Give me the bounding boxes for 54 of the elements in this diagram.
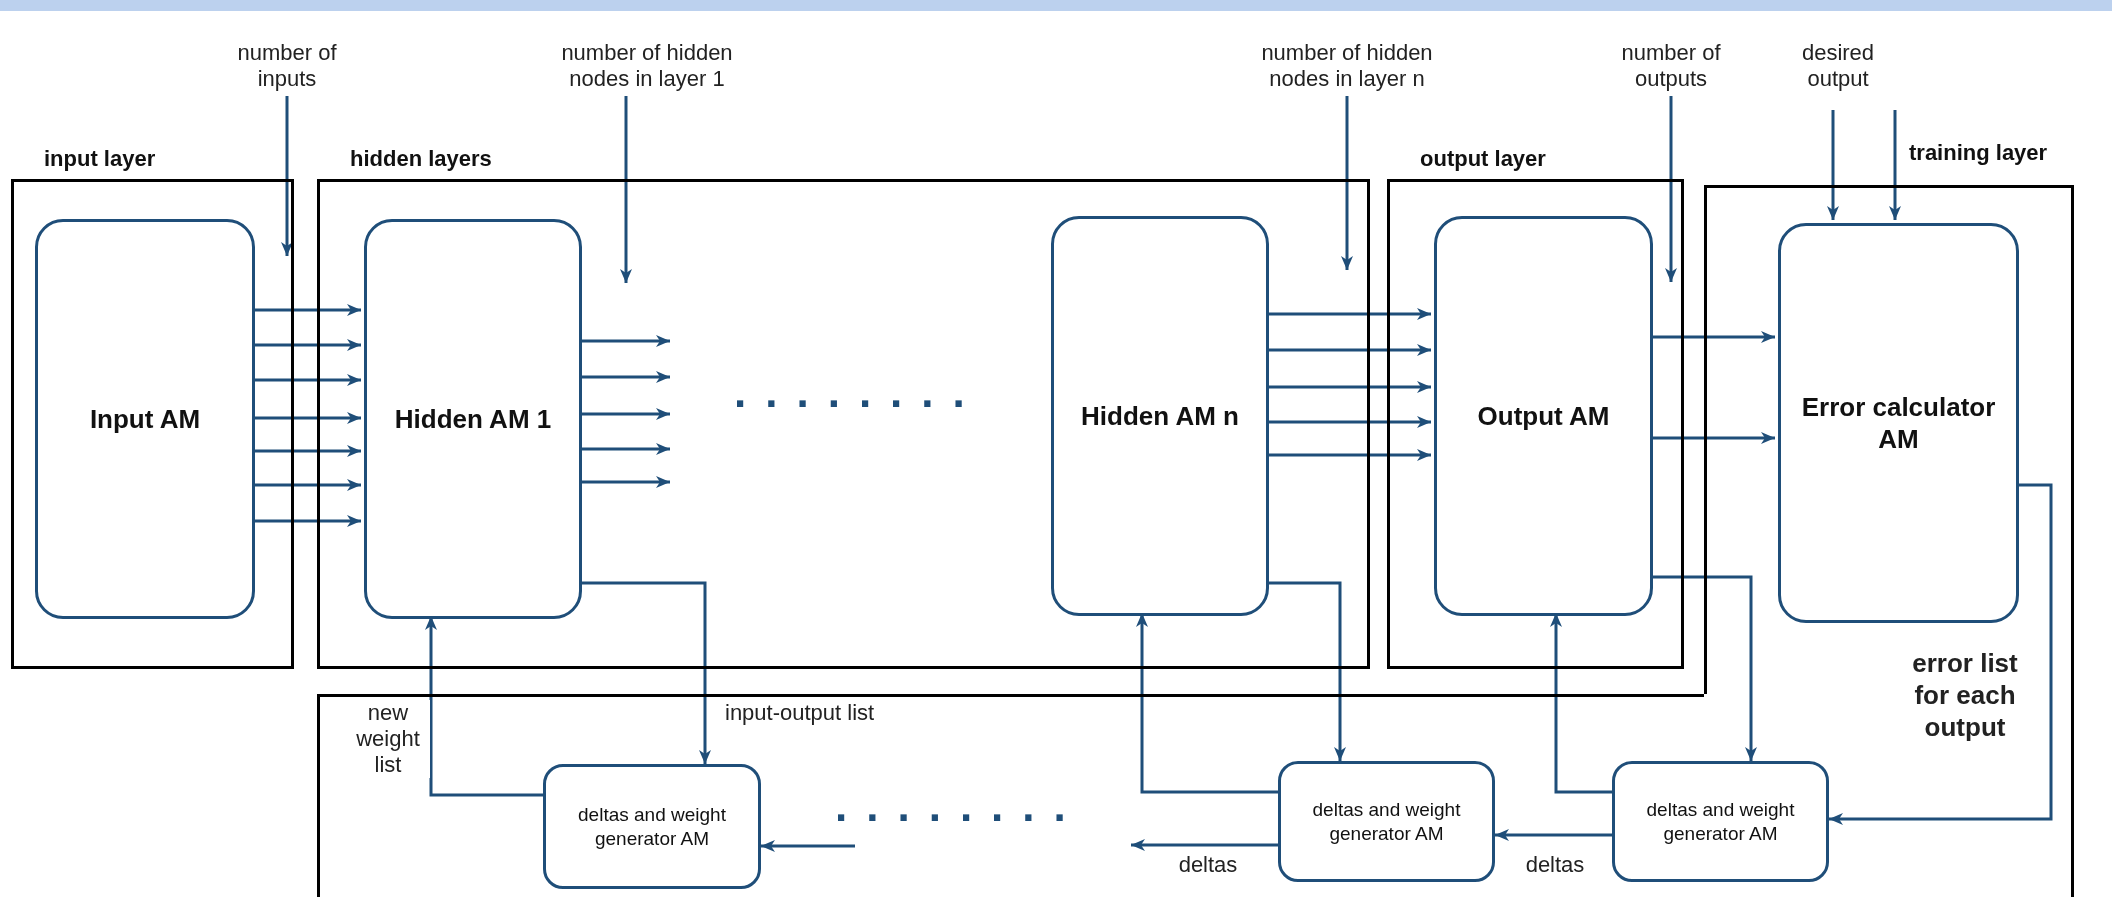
arrow xyxy=(252,412,361,424)
arrow xyxy=(620,96,632,283)
arrow xyxy=(1829,483,2053,825)
arrow xyxy=(1131,839,1278,851)
arrow xyxy=(579,335,670,347)
ellipsis-dots: ........ xyxy=(835,786,1085,826)
arrow xyxy=(579,581,711,764)
layer-title: hidden layers xyxy=(350,146,492,172)
annotation-text: number of hidden nodes in layer 1 xyxy=(540,40,754,96)
arrow xyxy=(252,339,361,351)
arrow xyxy=(1266,449,1431,461)
arrow xyxy=(1665,96,1677,282)
arrow xyxy=(1341,96,1353,270)
annotation-text: number of outputs xyxy=(1606,40,1736,96)
arrow xyxy=(579,476,670,488)
layer-title: input layer xyxy=(44,146,156,172)
arrow xyxy=(1650,575,1757,761)
arrow xyxy=(252,479,361,491)
layer-title: training layer xyxy=(1909,140,2048,166)
arrow xyxy=(1136,613,1278,794)
ellipsis-dots: ........ xyxy=(734,372,984,412)
annotation-text: desired output xyxy=(1783,40,1893,96)
layer-title: output layer xyxy=(1420,146,1546,172)
process-box: deltas and weight generator AM xyxy=(543,764,761,889)
process-box: deltas and weight generator AM xyxy=(1612,761,1829,882)
arrow xyxy=(1650,331,1775,343)
arrow xyxy=(761,840,855,852)
arrow xyxy=(425,616,543,797)
arrow xyxy=(1266,581,1346,761)
process-box: Input AM xyxy=(35,219,255,619)
arrow xyxy=(1266,344,1431,356)
arrow xyxy=(1266,416,1431,428)
process-box: Output AM xyxy=(1434,216,1653,616)
annotation-text: number of inputs xyxy=(222,40,352,96)
process-box: Hidden AM 1 xyxy=(364,219,582,619)
arrow xyxy=(1889,110,1901,220)
arrow xyxy=(1266,308,1431,320)
arrow xyxy=(1266,381,1431,393)
arrow xyxy=(281,96,293,256)
arrow xyxy=(252,445,361,457)
arrow xyxy=(1550,613,1612,794)
annotation-text: number of hidden nodes in layer n xyxy=(1240,40,1454,96)
arrow xyxy=(579,408,670,420)
arrow xyxy=(252,374,361,386)
arrow xyxy=(1827,110,1839,220)
process-box: Hidden AM n xyxy=(1051,216,1269,616)
arrow xyxy=(252,515,361,527)
arrow xyxy=(1650,432,1775,444)
process-box: deltas and weight generator AM xyxy=(1278,761,1495,882)
arrow xyxy=(252,304,361,316)
arrow xyxy=(1495,829,1612,841)
arrow xyxy=(579,371,670,383)
arrow xyxy=(579,443,670,455)
process-box: Error calculator AM xyxy=(1778,223,2019,623)
